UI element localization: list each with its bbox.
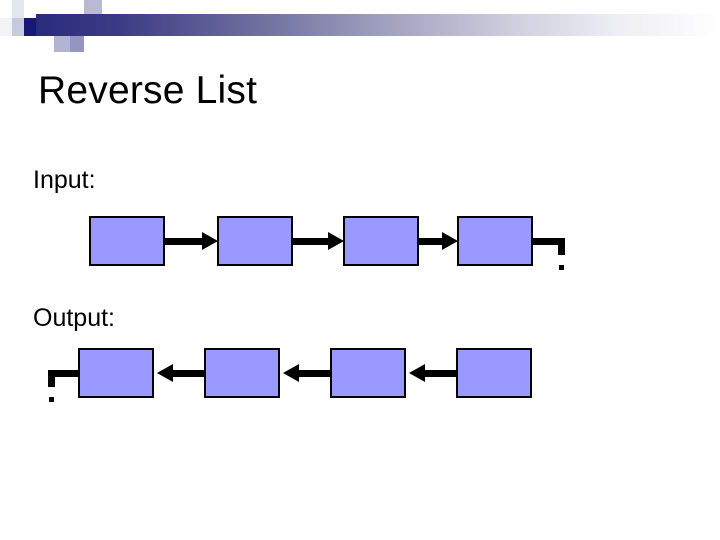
list-pointer-arrow-right (165, 232, 218, 250)
null-terminator-dot (559, 265, 564, 270)
mosaic-square (54, 36, 70, 52)
mosaic-square (84, 0, 102, 14)
input-section-label: Input: (33, 166, 96, 194)
list-node-box (456, 348, 532, 398)
list-node-box (204, 348, 280, 398)
output-section-label: Output: (33, 304, 115, 332)
list-pointer-arrow-right (419, 232, 458, 250)
null-terminator-marker (533, 238, 565, 270)
null-terminator-dot (49, 397, 54, 402)
list-pointer-arrow-left (283, 364, 330, 382)
list-node-box (89, 216, 165, 266)
list-node-box (343, 216, 419, 266)
list-node-box (457, 216, 533, 266)
input-linked-list-diagram (0, 214, 720, 274)
list-pointer-arrow-right (293, 232, 344, 250)
null-terminator-tick (48, 370, 55, 387)
header-gradient-bar (36, 14, 720, 36)
output-linked-list-diagram (0, 346, 720, 406)
mosaic-square (12, 36, 24, 52)
mosaic-square (40, 0, 54, 18)
list-node-box (330, 348, 406, 398)
list-node-box (78, 348, 154, 398)
list-pointer-arrow-left (157, 364, 204, 382)
mosaic-square (0, 18, 12, 36)
null-terminator-tick (558, 238, 565, 255)
page-title: Reverse List (38, 69, 258, 112)
list-node-box (217, 216, 293, 266)
mosaic-square (12, 0, 24, 18)
mosaic-square (0, 0, 12, 18)
list-pointer-arrow-left (409, 364, 456, 382)
mosaic-square (24, 36, 40, 52)
mosaic-square (70, 36, 84, 52)
slide-header-band (0, 0, 720, 56)
mosaic-square (12, 18, 24, 36)
null-terminator-marker (48, 370, 80, 402)
